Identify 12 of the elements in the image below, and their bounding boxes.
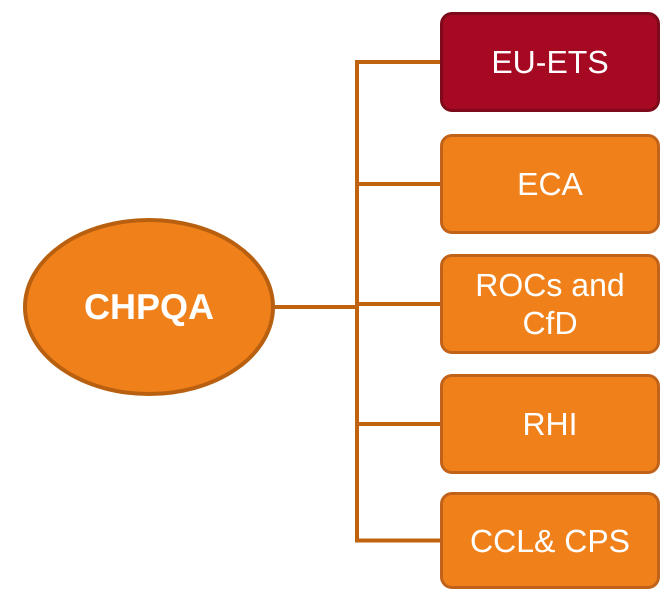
process-box (440, 254, 660, 354)
process-box (440, 12, 660, 112)
process-box (440, 374, 660, 474)
process-box (440, 134, 660, 234)
node-label: ECA (517, 165, 583, 203)
node-label: EU-ETS (491, 43, 609, 81)
node-label: ROCs and CfD (474, 266, 626, 342)
node-label: CHPQA (84, 288, 214, 326)
node-label: RHI (522, 405, 578, 443)
node-label: CCL& CPS (470, 522, 630, 560)
process-box (440, 492, 660, 589)
ellipse-node (23, 218, 275, 396)
